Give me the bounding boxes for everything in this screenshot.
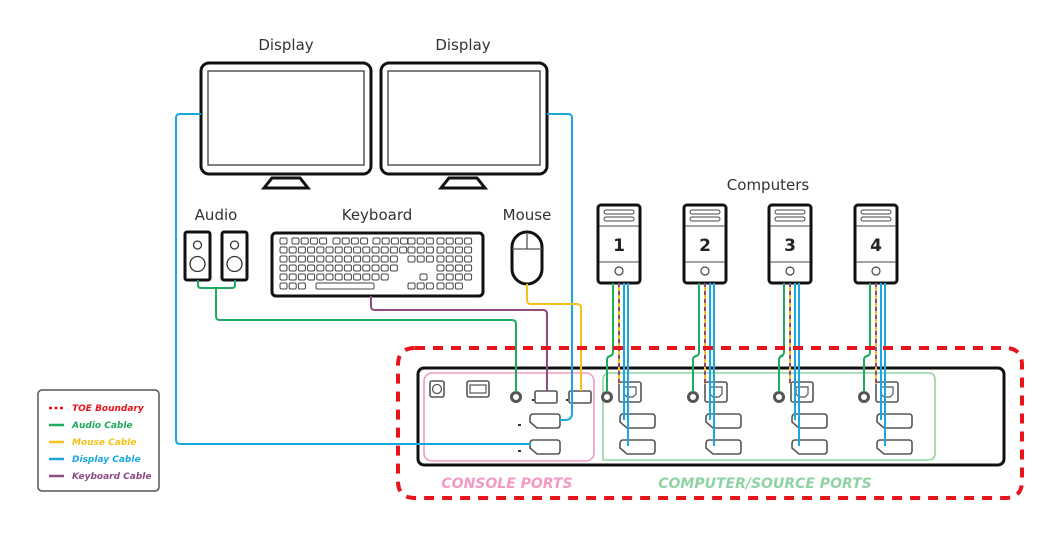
computer-2: 2 [682,203,728,285]
legend-item: Mouse Cable [49,438,136,448]
console-keyboard-usb-port [532,390,558,404]
mouse [510,230,544,286]
power-jack [429,380,445,398]
audio-jack [687,391,699,403]
computer-number: 3 [784,236,796,256]
audio-jack [773,391,785,403]
legend-item: Keyboard Cable [49,472,151,482]
display-2 [379,61,549,190]
audio-label: Audio [195,206,238,224]
display-cable-2 [547,113,573,421]
audio-jack [858,391,870,403]
legend-label: Mouse Cable [72,438,136,448]
computer-3: 3 [767,203,813,285]
mouse-cable [526,284,582,391]
display-port [876,439,913,455]
speaker-right [220,230,249,282]
computer-ports-zone [602,372,936,461]
display-port [791,439,828,455]
computer-number: 4 [870,236,882,256]
computers-label: Computers [727,176,810,194]
display-port [705,439,742,455]
legend-label: Audio Cable [71,421,133,431]
computer-4-cables [863,283,886,446]
legend-label: TOE Boundary [72,404,145,414]
computer-source-ports-label: COMPUTER/SOURCE PORTS [658,476,872,492]
console-display-port-2 [518,439,561,455]
display-cable-1 [175,113,531,445]
legend-label: Display Cable [72,455,141,465]
toe-boundary [396,346,1024,500]
computer-4: 4 [853,203,899,285]
computer-1: 1 [596,203,642,285]
console-mouse-usb-port [566,390,592,404]
computer-1-cables [606,283,629,446]
audio-jack [601,391,613,403]
audio-cable [606,283,614,392]
display-port [876,413,913,429]
mouse-label: Mouse [503,206,552,224]
usb-b-port [466,380,490,398]
legend-item: TOE Boundary [49,404,145,414]
console-ports-zone [423,372,595,462]
display-1-label: Display [258,36,313,54]
console-ports-label: CONSOLE PORTS [441,476,572,492]
keyboard-label: Keyboard [342,206,413,224]
audio-cable [692,283,700,392]
display-port [619,413,656,429]
legend-item: Audio Cable [49,421,133,431]
display-port [791,413,828,429]
legend-box [37,389,160,492]
audio-cable [778,283,785,392]
console-audio-jack [510,391,522,403]
keyboard-cable [370,296,548,391]
display-2-label: Display [435,36,490,54]
legend-label: Keyboard Cable [72,472,151,482]
computer-2-cables [692,283,715,446]
computer-3-cables [778,283,800,446]
legend-item: Display Cable [49,455,141,465]
audio-cable [197,280,517,392]
audio-cable [863,283,871,392]
computer-number: 1 [613,236,625,256]
speaker-left [183,230,212,282]
display-1 [199,61,373,190]
display-port [619,439,656,455]
computer-number: 2 [699,236,711,256]
display-port [705,413,742,429]
keyboard [270,231,485,298]
console-display-port-1 [518,413,561,429]
